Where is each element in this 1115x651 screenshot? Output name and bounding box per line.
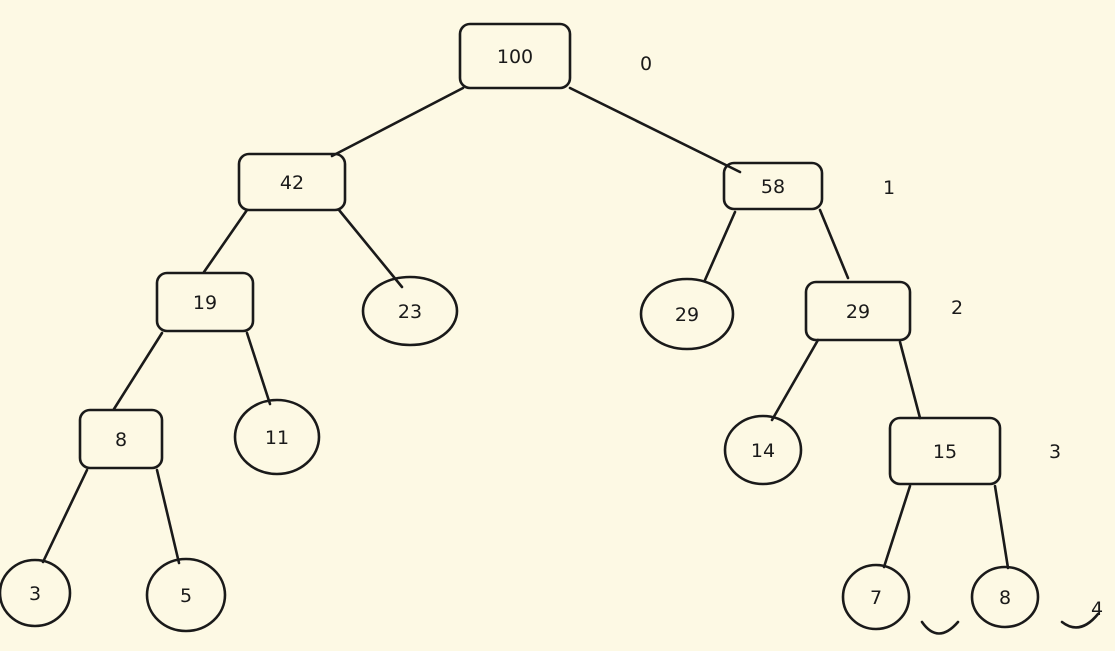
tree-node-n5: 5 xyxy=(145,557,227,633)
tree-node-n19: 19 xyxy=(155,271,255,333)
node-circle xyxy=(0,558,72,628)
tree-node-n29a: 29 xyxy=(639,277,735,351)
node-circle xyxy=(145,557,227,633)
tree-node-n11: 11 xyxy=(233,398,321,476)
level-number-1: 1 xyxy=(883,177,895,199)
level-number-4: 4 xyxy=(1091,598,1103,620)
sketch-arc xyxy=(920,620,960,635)
node-value: 5 xyxy=(180,585,192,607)
node-box xyxy=(888,416,1002,486)
node-value: 8 xyxy=(999,587,1011,609)
node-value: 11 xyxy=(265,427,289,449)
node-value: 7 xyxy=(870,587,882,609)
tree-edge-n58-n29a xyxy=(703,210,737,282)
nodes-layer: 100 42 58 19 23 29 29 8 11 14 15 3 5 7 8 xyxy=(0,22,1040,633)
node-box xyxy=(237,152,347,212)
tree-node-n8b: 8 xyxy=(970,565,1040,629)
level-number-3: 3 xyxy=(1049,441,1061,463)
tree-node-n58: 58 xyxy=(722,161,824,211)
node-value: 14 xyxy=(751,440,775,462)
node-box xyxy=(78,408,164,470)
levels-layer: 0 1 2 3 4 xyxy=(640,53,1103,620)
tree-node-n29b: 29 xyxy=(804,280,912,342)
level-number-2: 2 xyxy=(951,297,963,319)
node-value: 29 xyxy=(846,301,870,323)
node-circle xyxy=(841,563,911,631)
tree-edge-n15-n7 xyxy=(882,484,912,569)
tree-edge-n100-n42 xyxy=(330,86,465,158)
sketch-marks xyxy=(920,612,1100,635)
tree-edge-n100-n58 xyxy=(568,86,742,174)
tree-edge-n8a-n3 xyxy=(41,468,89,564)
node-circle xyxy=(970,565,1040,629)
node-value: 8 xyxy=(115,429,127,451)
node-value: 42 xyxy=(280,172,304,194)
tree-node-n23: 23 xyxy=(361,275,459,347)
tree-edge-n19-n11 xyxy=(245,331,272,406)
tree-edge-n58-n29b xyxy=(818,208,850,280)
node-circle xyxy=(361,275,459,347)
node-value: 15 xyxy=(933,441,957,463)
node-circle xyxy=(233,398,321,476)
tree-node-n100: 100 xyxy=(458,22,572,90)
node-box xyxy=(804,280,912,342)
node-circle xyxy=(723,414,803,486)
sketch-arc xyxy=(1060,612,1100,629)
node-box xyxy=(155,271,255,333)
node-value: 3 xyxy=(29,583,41,605)
node-box xyxy=(722,161,824,211)
tree-node-n8a: 8 xyxy=(78,408,164,470)
tree-edge-n19-n8a xyxy=(112,331,164,411)
level-number-0: 0 xyxy=(640,53,652,75)
node-value: 19 xyxy=(193,292,217,314)
tree-edge-n42-n19 xyxy=(202,208,249,274)
edges-layer xyxy=(41,86,1010,570)
node-value: 58 xyxy=(761,176,785,198)
tree-edge-n29b-n15 xyxy=(898,340,922,420)
tree-node-n3: 3 xyxy=(0,558,72,628)
tree-edge-n15-n8b xyxy=(993,484,1010,570)
tree-node-n15: 15 xyxy=(888,416,1002,486)
node-circle xyxy=(639,277,735,351)
tree-node-n7: 7 xyxy=(841,563,911,631)
tree-node-n42: 42 xyxy=(237,152,347,212)
tree-edge-n8a-n5 xyxy=(155,468,181,565)
node-value: 100 xyxy=(497,46,533,68)
node-box xyxy=(458,22,572,90)
node-value: 29 xyxy=(675,304,699,326)
node-value: 23 xyxy=(398,301,422,323)
tree-node-n14: 14 xyxy=(723,414,803,486)
tree-edge-n29b-n14 xyxy=(770,338,820,422)
tree-edge-n42-n23 xyxy=(337,208,404,289)
